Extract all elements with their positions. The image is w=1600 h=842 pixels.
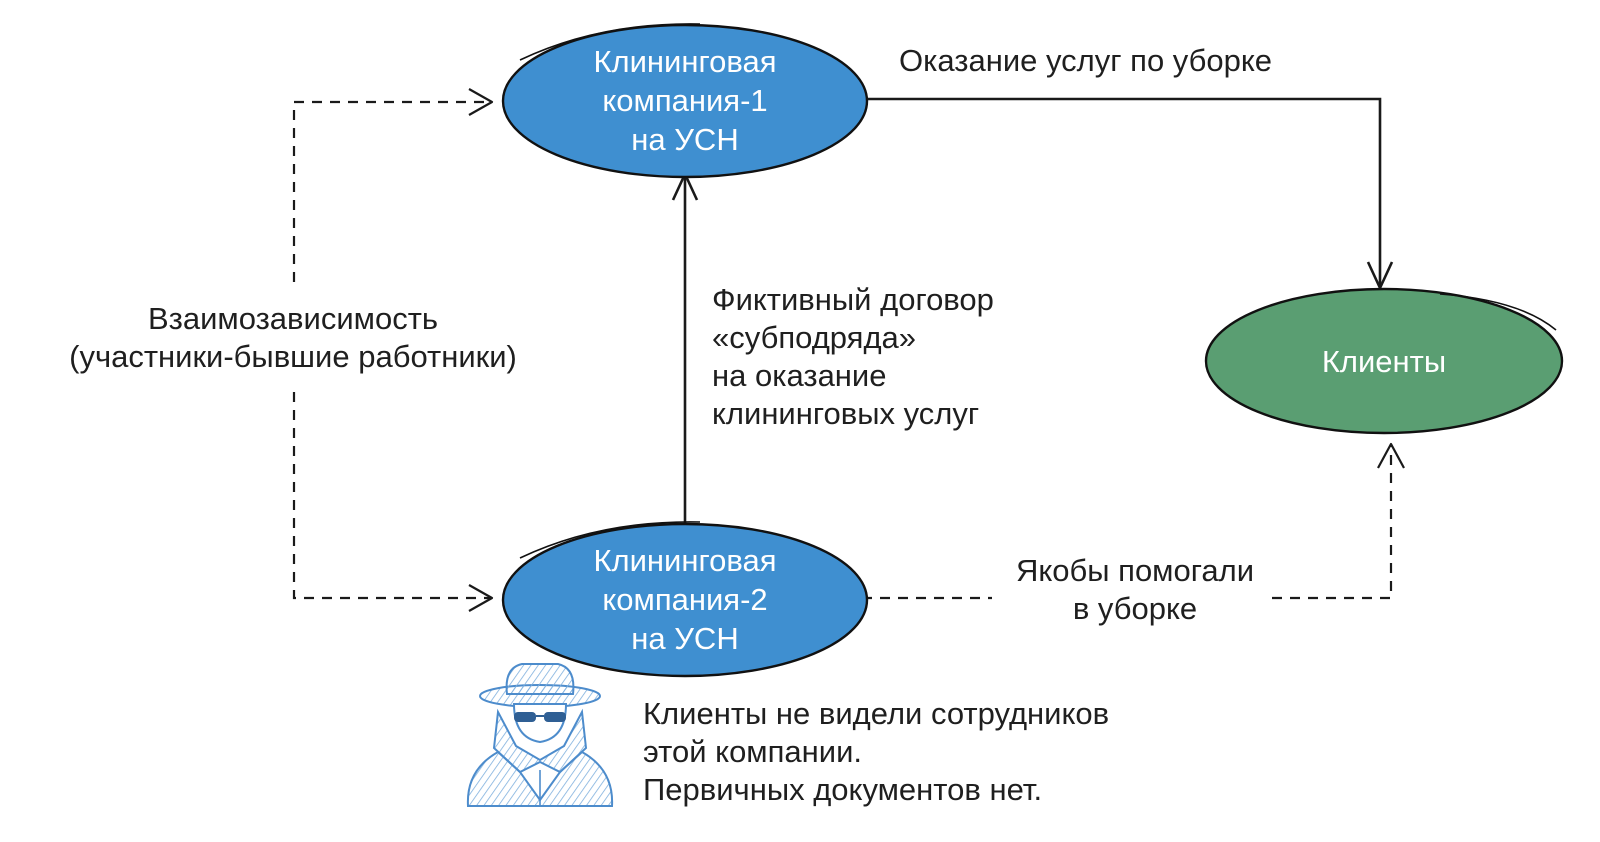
clients-label-line: Клиенты (1321, 344, 1447, 379)
note-text: Клиенты не видели сотрудников этой компа… (643, 695, 1109, 809)
edge-label-services: Оказание услуг по уборке (899, 43, 1273, 78)
edge-label-interdependence: Взаимозависимость (участники-бывшие рабо… (28, 300, 558, 376)
edge-allegedly (862, 442, 1405, 600)
company2-label-line: на УСН (631, 621, 739, 656)
company1-label-line: на УСН (631, 122, 739, 157)
note-line: Первичных документов нет. (643, 772, 1043, 807)
node-company2 (501, 521, 869, 678)
clients-label: Клиенты (1284, 342, 1484, 381)
edge-label-allegedly: Якобы помогали в уборке (990, 552, 1280, 628)
edge-services (860, 97, 1394, 290)
company2-label-line: компания-2 (602, 582, 768, 617)
note-line: Клиенты не видели сотрудников (643, 696, 1110, 731)
interdependence-line: (участники-бывшие работники) (69, 339, 517, 374)
node-clients (1204, 287, 1564, 435)
spy-icon (466, 663, 614, 807)
edge-label-subcontract: Фиктивный договор «субподряда» на оказан… (712, 281, 994, 433)
subcontract-line: «субподряда» (712, 320, 917, 355)
subcontract-line: клининговых услуг (712, 396, 980, 431)
allegedly-line: в уборке (1072, 591, 1198, 626)
subcontract-line: на оказание (712, 358, 887, 393)
edge-subcontract (671, 172, 699, 523)
allegedly-line: Якобы помогали (1015, 553, 1255, 588)
node-company1 (501, 23, 869, 179)
note-line: этой компании. (643, 734, 863, 769)
company1-label: Клининговая компания-1 на УСН (555, 42, 815, 159)
subcontract-line: Фиктивный договор (712, 282, 994, 317)
company1-label-line: Клининговая (593, 44, 777, 79)
interdependence-line: Взаимозависимость (147, 301, 439, 336)
company1-label-line: компания-1 (602, 83, 768, 118)
company2-label: Клининговая компания-2 на УСН (555, 541, 815, 658)
edge-interdependence (292, 88, 494, 612)
company2-label-line: Клининговая (593, 543, 777, 578)
